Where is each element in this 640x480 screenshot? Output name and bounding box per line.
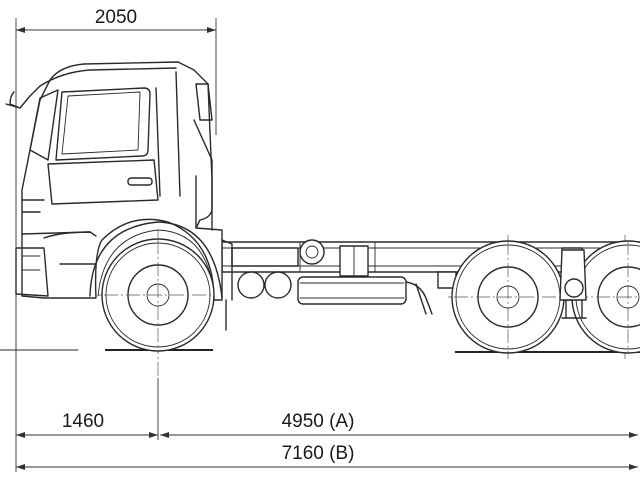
wheelbase-label: 4950 (A) bbox=[282, 411, 355, 432]
rear-suspension bbox=[559, 249, 587, 319]
ground-lines bbox=[0, 349, 640, 353]
overall-length-label: 7160 (B) bbox=[282, 443, 355, 464]
front-wheel-arch bbox=[89, 221, 223, 299]
dimension-wheelbase: 4950 (A) bbox=[157, 378, 638, 440]
cab-length-label: 2050 bbox=[95, 7, 137, 28]
chassis-components bbox=[231, 239, 585, 315]
dimension-cab-length: 2050 bbox=[15, 7, 217, 135]
front-overhang-label: 1460 bbox=[62, 411, 104, 432]
dimension-overall-length: 7160 (B) bbox=[16, 443, 638, 470]
wheel-center-marks bbox=[104, 240, 640, 353]
